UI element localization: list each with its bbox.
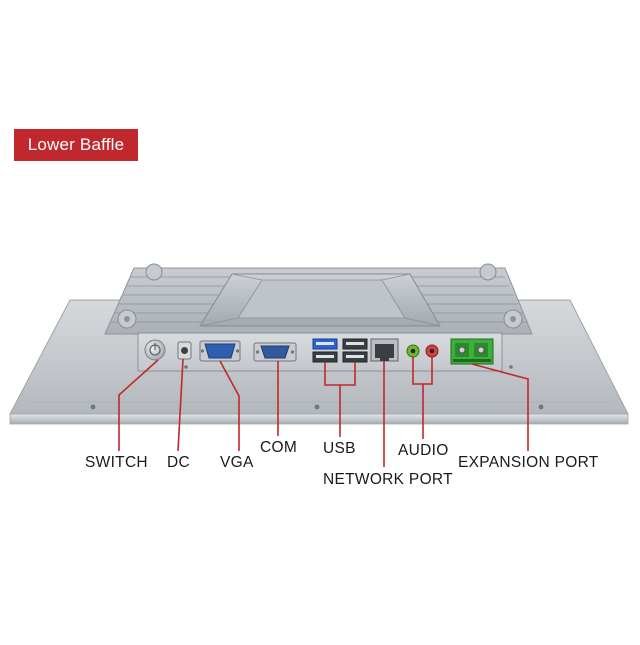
leader-lines: [118, 357, 529, 467]
usb-port-icon: [312, 338, 368, 363]
label-network-port: NETWORK PORT: [323, 471, 453, 488]
audio-jack-icon: [406, 344, 439, 358]
dc-jack-icon: [177, 341, 192, 360]
label-vga: VGA: [220, 454, 254, 471]
label-usb: USB: [323, 440, 356, 457]
label-expansion-port: EXPANSION PORT: [458, 454, 599, 471]
rj45-port-icon: [370, 338, 399, 362]
label-switch: SWITCH: [85, 454, 148, 471]
section-badge: Lower Baffle: [14, 129, 138, 161]
com-port-icon: [253, 342, 297, 362]
label-dc: DC: [167, 454, 190, 471]
label-audio: AUDIO: [398, 442, 449, 459]
rear-enclosure: [104, 263, 533, 335]
label-com: COM: [260, 439, 298, 456]
power-switch-icon: [144, 339, 166, 361]
terminal-block-icon: [450, 338, 494, 365]
vga-port-icon: [199, 340, 241, 362]
